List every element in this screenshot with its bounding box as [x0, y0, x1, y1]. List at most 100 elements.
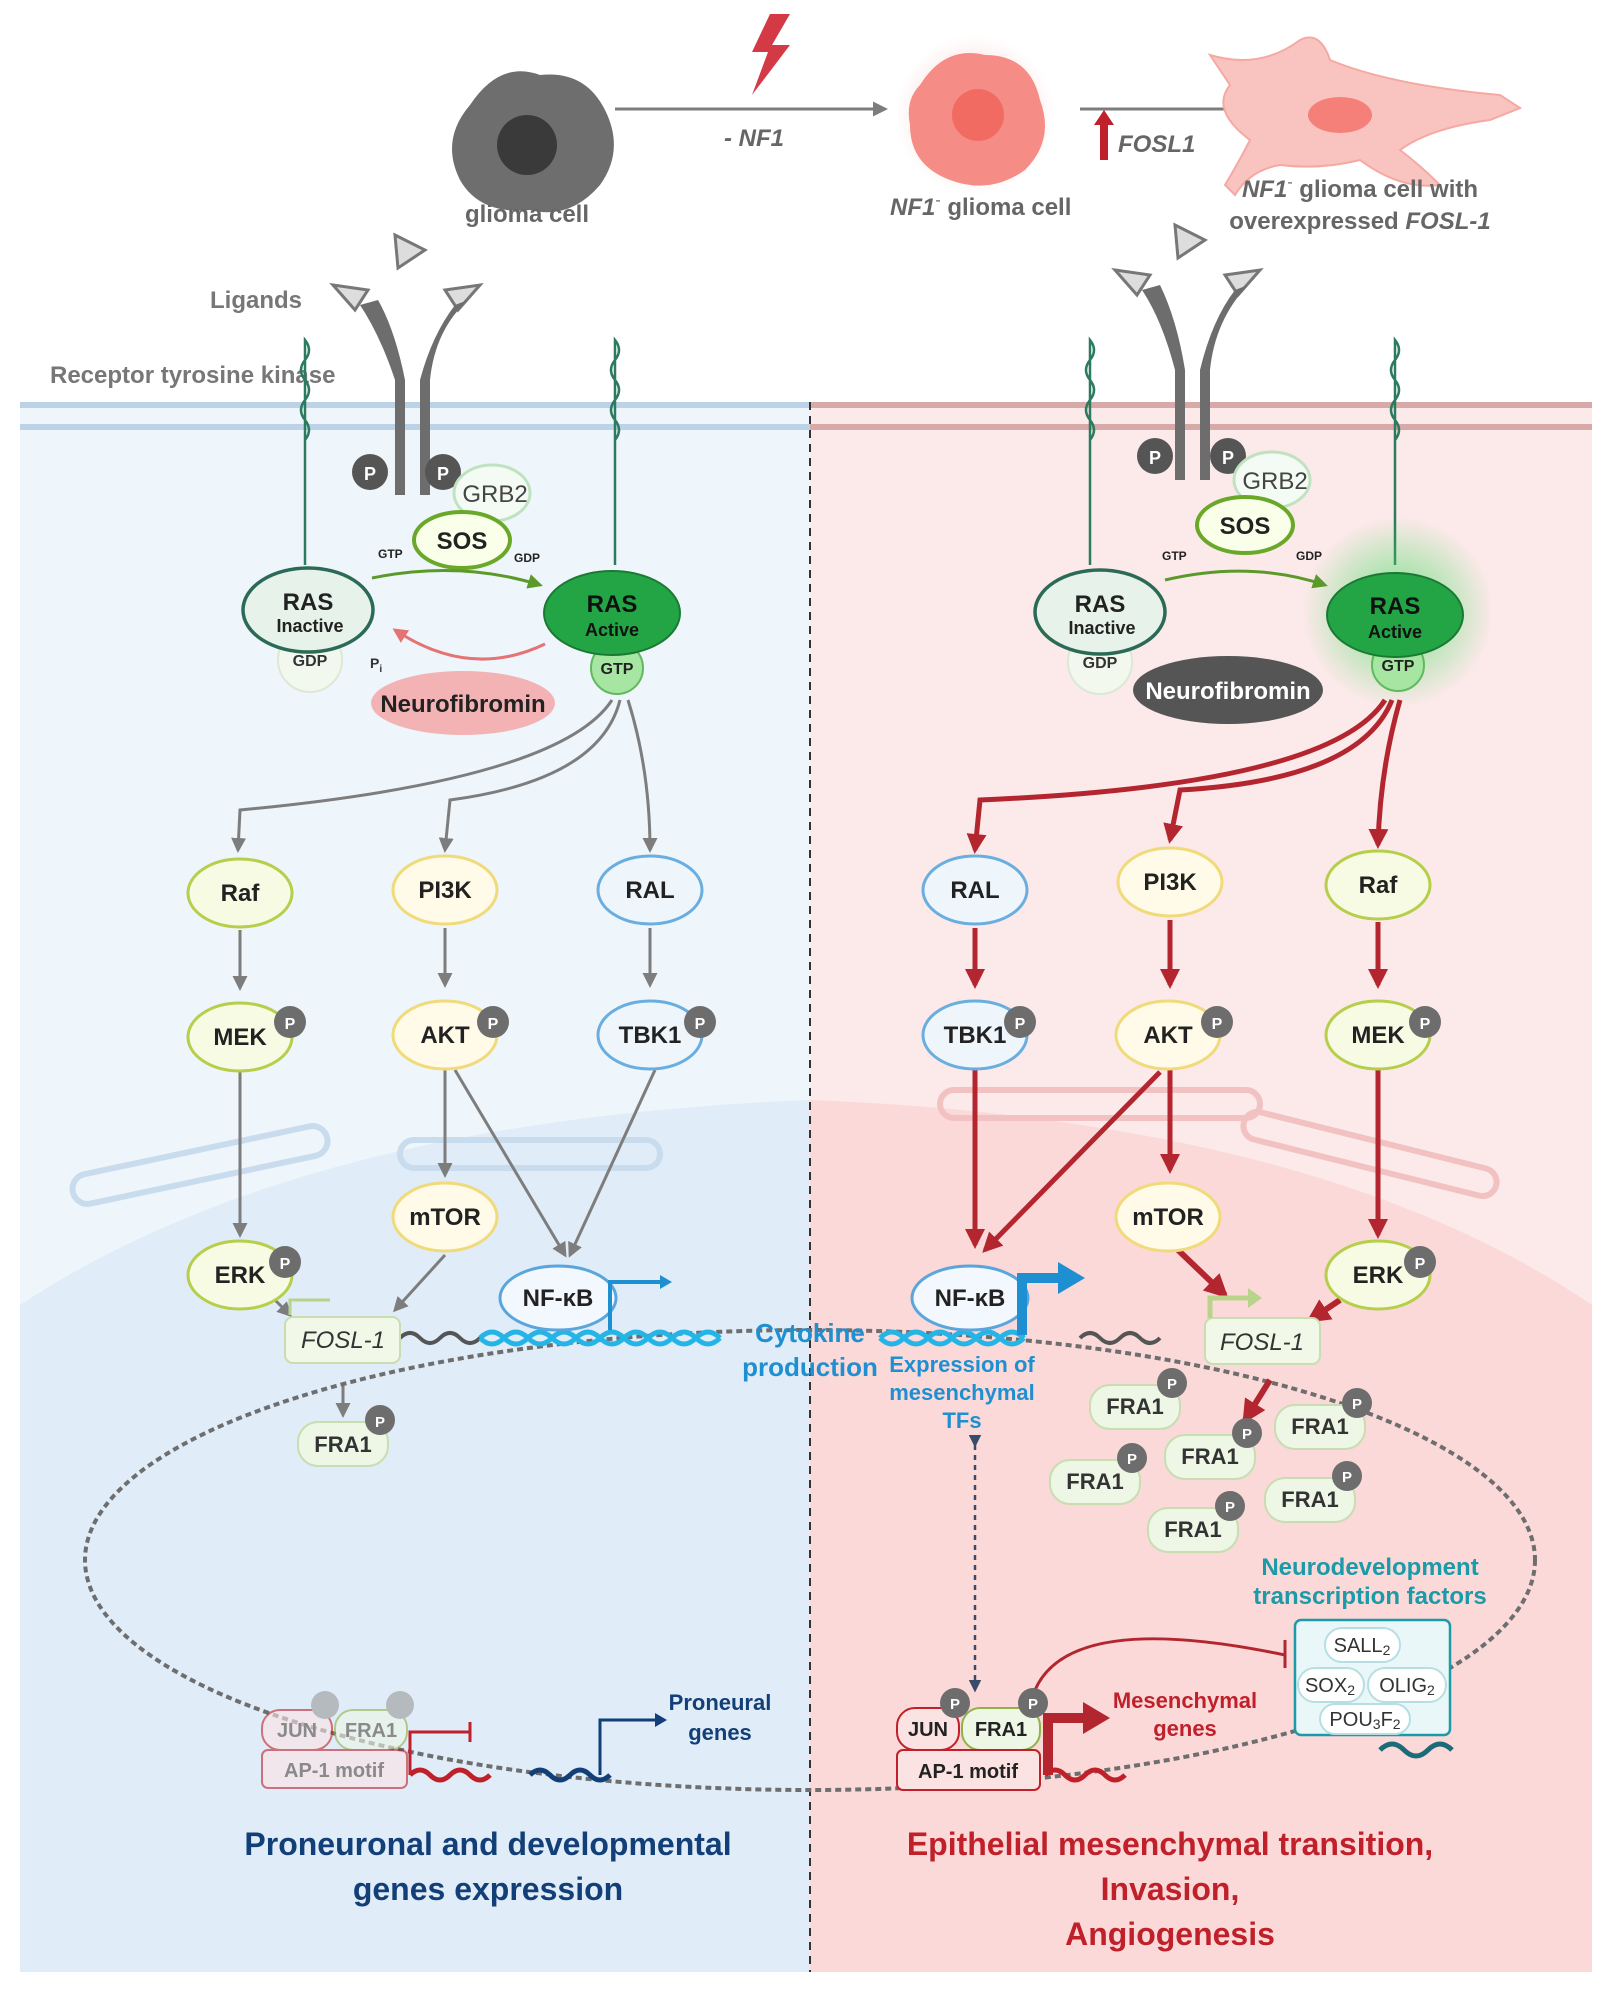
left-membrane-bottom	[20, 424, 810, 430]
left-pi3k	[391, 854, 499, 926]
glioma-cell-label: glioma cell	[465, 201, 589, 228]
ligands-label: Ligands	[210, 287, 302, 314]
phospho-badge	[365, 1405, 395, 1435]
phospho-label: P	[1212, 1016, 1223, 1033]
mesenchymal-label-1: Mesenchymal	[1113, 1688, 1257, 1713]
right-mtor	[1114, 1181, 1222, 1253]
left-erk-label: ERK	[215, 1262, 266, 1289]
right-erk	[1324, 1239, 1432, 1311]
right-anchor-inactive	[1084, 336, 1096, 565]
left-fra1	[297, 1421, 389, 1467]
final-cell-label-line1: NF1- glioma cell with	[1242, 174, 1478, 203]
left-gdp-label: GDP	[293, 653, 328, 670]
left-sos	[412, 510, 512, 570]
left-organelle	[397, 1137, 663, 1171]
right-gdp-small: GDP	[1296, 549, 1322, 563]
left-gtp-small: GTP	[378, 547, 403, 561]
right-ras-inactive-state: Inactive	[1068, 618, 1135, 638]
phospho-label: P	[280, 1256, 291, 1273]
expression-label-1: Expression of	[889, 1352, 1035, 1377]
right-mtor-label: mTOR	[1132, 1204, 1204, 1231]
right-fra1-cluster	[1049, 1368, 1372, 1553]
right-mesenchymal-promoter	[1043, 1713, 1085, 1775]
neurodev-label-2: transcription factors	[1253, 1583, 1486, 1610]
right-erk-label: ERK	[1353, 1262, 1404, 1289]
right-fra1-label: FRA1	[1181, 1444, 1238, 1469]
rtk-label: Receptor tyrosine kinase	[50, 362, 335, 389]
left-proneural-dna	[528, 1767, 612, 1783]
right-nfkb-promoter	[1017, 1273, 1060, 1335]
right-cytokine-dna	[878, 1329, 1026, 1347]
left-akt-label: AKT	[420, 1022, 470, 1049]
left-neurofibromin-label: Neurofibromin	[380, 691, 545, 718]
right-gtp-small: GTP	[1162, 549, 1187, 563]
right-fosl1-promoter	[1207, 1295, 1250, 1318]
right-akt-label: AKT	[1143, 1022, 1193, 1049]
right-fra1-label: FRA1	[1066, 1469, 1123, 1494]
left-ras-active	[543, 570, 681, 656]
phospho-label: P	[1342, 1469, 1352, 1486]
sox2-label: SOX2	[1305, 1675, 1355, 1698]
left-proneural-arrowhead	[655, 1713, 667, 1727]
mesenchymal-cell	[1207, 36, 1523, 197]
left-pi3k-label: PI3K	[418, 877, 472, 904]
right-akt-to-nfkb	[982, 1070, 1162, 1253]
left-ras-inactive-state: Inactive	[276, 616, 343, 636]
right-sos-label: SOS	[1220, 513, 1271, 540]
right-pi3k	[1116, 846, 1224, 918]
proneural-label-2: genes	[688, 1720, 752, 1745]
phospho-label: P	[695, 1016, 706, 1033]
phospho-label: P	[1167, 1376, 1177, 1393]
left-ap1-motif-label: AP-1 motif	[284, 1760, 384, 1782]
mesenchymal-label-2: genes	[1153, 1716, 1217, 1741]
left-ras-to-ral	[626, 699, 658, 853]
left-nfkb-label: NF-κB	[523, 1285, 594, 1312]
right-nfkb-label: NF-κB	[935, 1285, 1006, 1312]
proneural-label-1: Proneural	[669, 1690, 772, 1715]
phospho-badge	[1404, 1246, 1436, 1278]
right-mesenchymal-arrowhead	[1083, 1702, 1110, 1734]
left-outcome-line1: Proneuronal and developmental	[244, 1826, 731, 1862]
nf1-glioma-cell	[895, 35, 1055, 195]
phospho-badge	[1201, 1006, 1233, 1038]
phospho-label: P	[285, 1016, 296, 1033]
pou3f2-label: POU3F2	[1329, 1709, 1400, 1732]
right-erk-to-fosl1	[1306, 1297, 1342, 1323]
right-grb2-label: GRB2	[1242, 468, 1307, 495]
left-nucleus-area	[20, 1100, 810, 1972]
left-raf-label: Raf	[221, 880, 261, 907]
left-neurofibromin	[371, 671, 555, 735]
phospho-badge	[477, 1006, 509, 1038]
olig2-label: OLIG2	[1379, 1675, 1435, 1698]
right-red-dna	[1043, 1767, 1127, 1783]
left-akt-to-nfkb	[453, 1069, 567, 1258]
left-gdp-small: GDP	[514, 551, 540, 565]
neurodev-dna	[1378, 1741, 1454, 1759]
right-fosl1-label: FOSL-1	[1220, 1329, 1304, 1356]
right-raf-label: Raf	[1359, 872, 1399, 899]
left-ral	[596, 854, 704, 926]
cytokine-label-2: production	[742, 1352, 878, 1382]
right-nfkb	[910, 1264, 1030, 1332]
right-fosl1-gene	[1204, 1317, 1321, 1365]
left-membrane-top	[20, 402, 810, 408]
left-ap1-fra1-label: FRA1	[345, 1720, 397, 1742]
left-fra1-label: FRA1	[314, 1432, 371, 1457]
phospho-badge: P	[437, 464, 449, 484]
dna-segment	[1078, 1331, 1162, 1345]
phospho-label: P	[1127, 1451, 1137, 1468]
left-ras-active-state: Active	[585, 620, 639, 640]
right-fosl1-arrowhead	[1248, 1288, 1262, 1308]
right-organelle	[1240, 1108, 1500, 1200]
phospho-label: P	[1015, 1016, 1026, 1033]
left-sos-label: SOS	[437, 528, 488, 555]
right-fra1-label: FRA1	[1106, 1394, 1163, 1419]
right-anchor-active	[1389, 336, 1401, 565]
phospho-badge	[274, 1006, 306, 1038]
left-outcome-line2: genes expression	[353, 1871, 623, 1907]
phospho-badge	[1004, 1006, 1036, 1038]
phospho-badge	[1018, 1688, 1048, 1718]
right-ap1-motif-label: AP-1 motif	[918, 1761, 1018, 1783]
left-erk-to-fosl1	[273, 1298, 293, 1318]
